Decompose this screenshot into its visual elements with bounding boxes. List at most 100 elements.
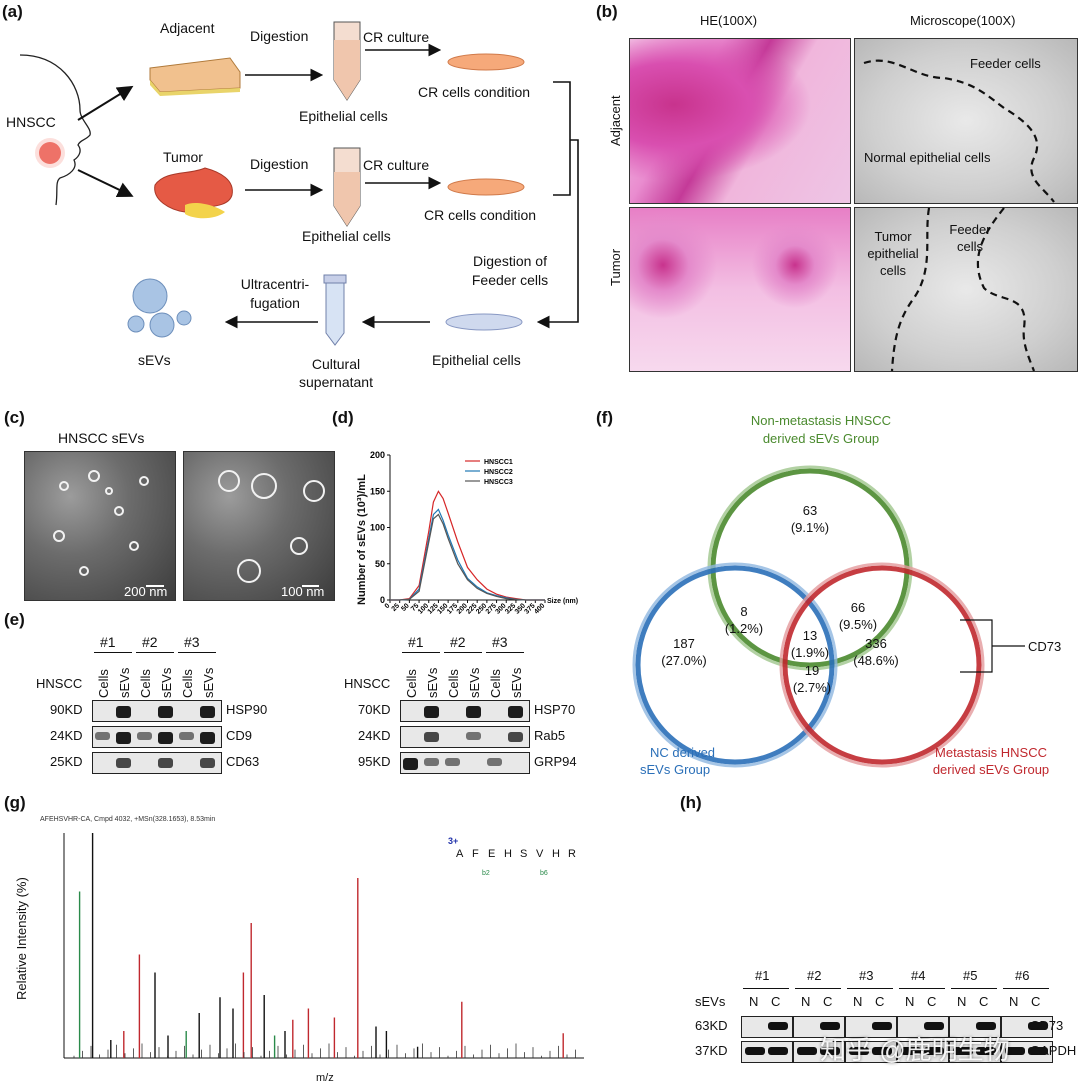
- h-group-label: #6: [1015, 968, 1030, 983]
- cultural-supernatant-label-1: Cultural: [311, 356, 361, 372]
- band: [179, 732, 194, 740]
- band: [976, 1022, 996, 1030]
- x-tick-label: 400: [533, 602, 546, 615]
- band: [924, 1047, 944, 1055]
- right-group-label: #2: [450, 634, 466, 650]
- adjacent-row-label: Adjacent: [608, 95, 623, 146]
- h-blot-GAPDH: [793, 1041, 845, 1063]
- tumor-epithelial-label-3: cells: [879, 263, 906, 278]
- series-line-HNSCC2: [390, 508, 545, 601]
- he-adjacent-image: [629, 38, 851, 204]
- venn-region-count: 63: [802, 503, 818, 518]
- x-tick-label: 0: [384, 602, 392, 610]
- cr-condition-label-1: CR cells condition: [418, 84, 531, 100]
- right-protein-label: GRP94: [534, 754, 577, 769]
- legend-label: HNSCC1: [484, 459, 513, 466]
- left-group-label: #2: [142, 634, 158, 650]
- left-hnscc-label: HNSCC: [36, 676, 83, 691]
- group-line: [486, 652, 524, 653]
- venn-label-meta-1: Metastasis HNSCC: [935, 745, 1047, 760]
- left-kd-label: 24KD: [50, 728, 83, 743]
- sequence-residue: H: [552, 848, 560, 860]
- venn-region-percent: (48.6%): [853, 653, 899, 668]
- band: [924, 1022, 944, 1030]
- h-kd-label: 37KD: [695, 1043, 728, 1058]
- venn-region-percent: (9.1%): [790, 520, 830, 535]
- ultracentrifugation-label-2: fugation: [250, 295, 300, 311]
- band: [424, 706, 439, 718]
- normal-epithelial-label: Normal epithelial cells: [864, 150, 991, 165]
- band: [1028, 1022, 1048, 1030]
- ms-spectrum-chart: [63, 833, 584, 1059]
- h-blot-GAPDH: [897, 1041, 949, 1063]
- venn-label-nc-2: sEVs Group: [640, 762, 711, 777]
- left-lane-label: Cells: [96, 669, 111, 698]
- ultracentrifugation-label-1: Ultracentri-: [240, 276, 310, 292]
- lane-c-label: C: [1031, 994, 1041, 1009]
- group-line: [847, 988, 893, 989]
- left-lane-label: Cells: [138, 669, 153, 698]
- band: [820, 1047, 840, 1055]
- band: [872, 1022, 892, 1030]
- band: [158, 706, 173, 718]
- band: [158, 732, 173, 744]
- cultural-supernatant-label-2: supernatant: [299, 374, 373, 390]
- group-line: [402, 652, 440, 653]
- y-tick-label: 150: [370, 486, 385, 496]
- band: [508, 706, 523, 718]
- band: [200, 758, 215, 768]
- group-line: [1003, 988, 1049, 989]
- dish-icon-2: [447, 178, 525, 196]
- venn-circle-nc: [635, 565, 835, 765]
- tem-title: HNSCC sEVs: [58, 430, 145, 446]
- digestion-label-2: Digestion: [250, 156, 309, 172]
- band: [200, 706, 215, 718]
- panel-label-h: (h): [680, 793, 702, 812]
- right-lane-label: sEVs: [425, 667, 440, 698]
- he-tumor-image: [629, 207, 851, 372]
- adjacent-label: Adjacent: [160, 20, 215, 36]
- venn-region-count: 336: [865, 636, 887, 651]
- ms-header: AFEHSVHR-CA, Cmpd 4032, +MSn(328.1653), …: [40, 816, 216, 823]
- right-blot-Rab5: [400, 726, 530, 748]
- x-tick-label: 75: [410, 602, 421, 613]
- band: [466, 706, 481, 718]
- band: [849, 1047, 869, 1055]
- h-protein-label: GAPDH: [1030, 1043, 1077, 1058]
- left-lane-label: sEVs: [117, 667, 132, 698]
- left-group-label: #3: [184, 634, 200, 650]
- h-blot-GAPDH: [949, 1041, 1001, 1063]
- b6-label: b6: [540, 870, 548, 877]
- right-lane-label: Cells: [488, 669, 503, 698]
- band: [1028, 1047, 1048, 1055]
- sequence-residue: H: [504, 848, 512, 860]
- epithelial-label-2: Epithelial cells: [302, 228, 391, 244]
- sequence-residue: A: [456, 848, 464, 860]
- band: [466, 732, 481, 740]
- tube-icon-2: [333, 147, 361, 227]
- lane-n-label: N: [1009, 994, 1019, 1009]
- h-blot-CD73: [741, 1016, 793, 1038]
- left-kd-label: 90KD: [50, 702, 83, 717]
- digestion-label-1: Digestion: [250, 28, 309, 44]
- h-group-label: #5: [963, 968, 978, 983]
- y-tick-label: 0: [380, 595, 385, 605]
- venn-circle-meta: [782, 565, 982, 765]
- boundary-lines: [863, 59, 1055, 372]
- venn-label-nc-1: NC derived: [650, 745, 716, 760]
- digestion-feeder-label-2: Feeder cells: [471, 272, 549, 288]
- tumor-epithelial-label-2: epithelial: [867, 246, 919, 261]
- watermark: 知乎 @鹿明生物: [820, 1035, 1010, 1065]
- band: [487, 758, 502, 766]
- panel-label-d: (d): [332, 408, 354, 427]
- band: [116, 758, 131, 768]
- lane-n-label: N: [801, 994, 811, 1009]
- cr-condition-label-2: CR cells condition: [424, 207, 537, 223]
- h-blot-CD73: [845, 1016, 897, 1038]
- lane-n-label: N: [749, 994, 759, 1009]
- band: [768, 1047, 788, 1055]
- band: [445, 758, 460, 766]
- group-line: [743, 988, 789, 989]
- panel-label-a: (a): [2, 2, 23, 21]
